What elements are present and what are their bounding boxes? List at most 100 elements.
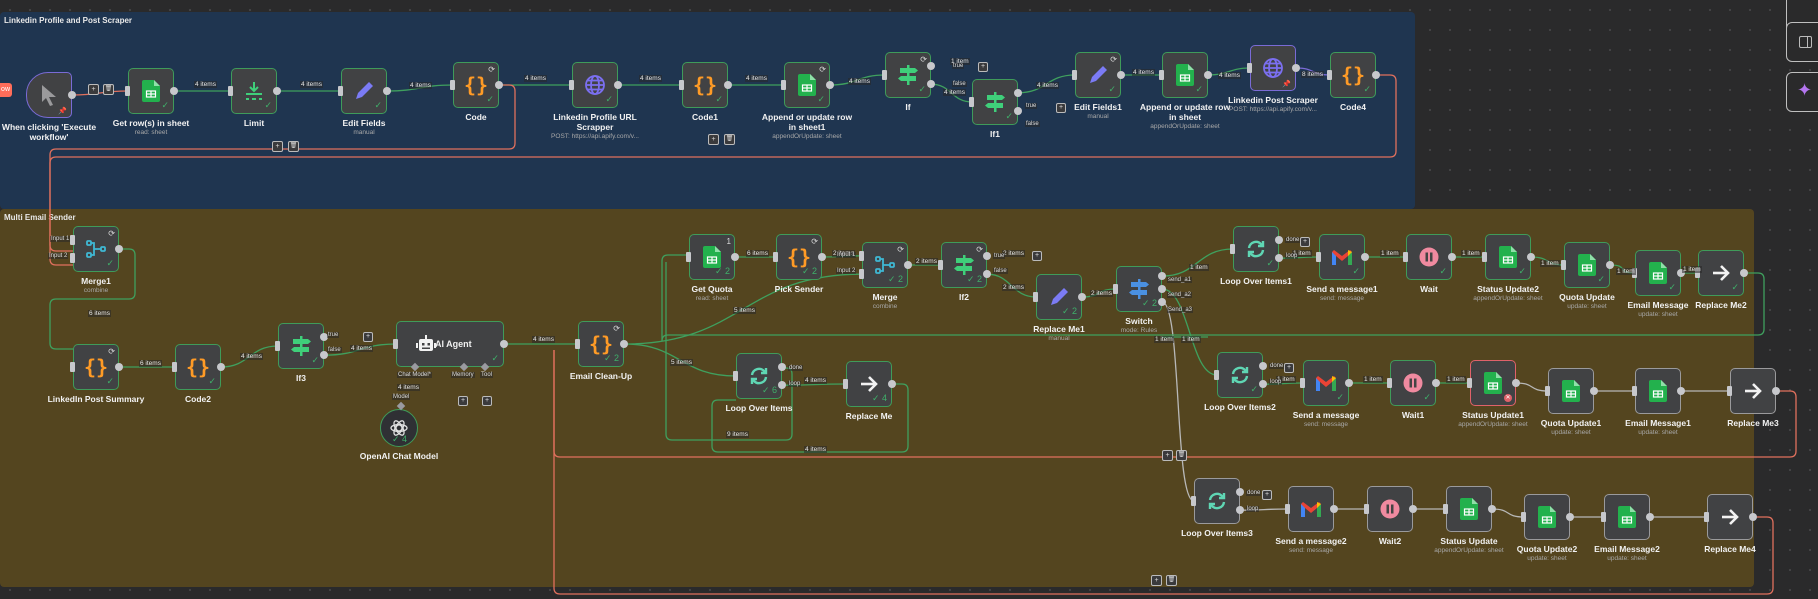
node-append1[interactable]: ✓⟳ [784,62,830,108]
input-handle[interactable] [1403,252,1408,262]
output-handle[interactable] [1158,272,1166,281]
output-handle[interactable] [1566,513,1574,521]
input-handle[interactable] [1704,512,1709,522]
output-handle[interactable] [115,363,123,371]
output-handle[interactable] [724,81,732,89]
node-emailmsg2[interactable] [1604,494,1650,540]
output-handle[interactable] [1259,361,1267,370]
output-handle[interactable] [1204,71,1212,79]
node-if2[interactable]: ✓ 2⟳ [941,242,987,288]
input-handle[interactable] [1601,512,1606,522]
output-handle[interactable] [1527,253,1535,261]
node-if[interactable]: ✓⟳ [885,52,931,98]
node-code2[interactable]: {}✓ [175,344,221,390]
edge-delete-button[interactable]: 🗑 [1166,575,1177,586]
output-handle[interactable] [320,332,328,341]
add-node-button[interactable]: + [1284,363,1294,373]
input-handle[interactable] [938,260,943,270]
node-wait1[interactable]: ✓ [1390,360,1436,406]
ai-assistant-button[interactable]: ✦ [1786,72,1818,112]
output-handle[interactable] [904,261,912,269]
input-handle[interactable] [1247,63,1252,73]
output-handle[interactable] [1330,505,1338,513]
input-handle[interactable] [1387,378,1392,388]
node-profscraper[interactable]: ✓ [572,62,618,108]
edge-add-node-button[interactable]: + [708,134,719,145]
node-replaceme2[interactable]: ✓ [1698,250,1744,296]
output-handle[interactable] [731,253,739,261]
input-handle[interactable] [70,234,75,245]
input-handle[interactable] [1191,496,1196,506]
node-code4[interactable]: {}✓ [1330,52,1376,98]
node-status[interactable] [1446,486,1492,532]
input-handle[interactable] [1632,386,1637,396]
input-handle[interactable] [859,269,864,280]
add-node-button[interactable]: + [1262,490,1272,500]
output-handle[interactable] [826,81,834,89]
input-handle[interactable] [70,362,75,372]
node-append[interactable]: ✓ [1162,52,1208,98]
node-limit[interactable]: ✓ [231,68,277,114]
node-emailmsg1[interactable] [1635,368,1681,414]
output-handle[interactable] [1275,254,1283,263]
node-openai[interactable]: ✓ 4 [380,409,418,447]
edge-add-node-button[interactable]: + [1151,575,1162,586]
output-handle[interactable] [1275,235,1283,244]
input-handle[interactable] [1521,512,1526,522]
edge-add-node-button[interactable]: + [272,141,283,152]
node-replaceme1[interactable]: ✓ 2 [1036,274,1082,320]
node-getrows[interactable]: ✓ [128,68,174,114]
node-aiagent[interactable]: AI Agent✓ [396,321,504,367]
output-handle[interactable] [1361,253,1369,261]
add-node-button[interactable]: + [1300,237,1310,247]
output-handle[interactable] [1677,269,1685,277]
input-handle[interactable] [679,80,684,90]
output-handle[interactable] [1158,285,1166,293]
input-handle[interactable] [275,341,280,351]
add-node-button[interactable]: + [1056,103,1066,113]
node-trigger[interactable]: 📌 [26,72,72,118]
output-handle[interactable] [383,87,391,95]
output-handle[interactable] [500,340,508,348]
input-handle[interactable] [172,362,177,372]
output-handle[interactable] [115,245,123,253]
output-handle[interactable] [68,91,76,99]
node-loop[interactable]: ✓ 6 [736,353,782,399]
node-if1[interactable]: ✓ [972,79,1018,125]
output-handle[interactable] [1772,387,1780,395]
input-handle[interactable] [859,250,864,261]
node-replaceme4[interactable] [1707,494,1753,540]
input-handle[interactable] [1316,252,1321,262]
node-postsummary[interactable]: {}✓⟳ [73,344,119,390]
add-node-button[interactable]: + [978,62,988,72]
node-picksender[interactable]: {}✓ 2⟳ [776,234,822,280]
edge-add-node-button[interactable]: + [1162,450,1173,461]
input-handle[interactable] [1364,504,1369,514]
input-handle[interactable] [1214,370,1219,380]
input-handle[interactable] [1230,244,1235,254]
output-handle[interactable] [170,87,178,95]
input-handle[interactable] [70,253,75,264]
input-handle[interactable] [1545,386,1550,396]
output-handle[interactable] [1512,379,1520,387]
node-status2[interactable]: ✓ [1485,234,1531,280]
input-handle[interactable] [569,80,574,90]
input-handle[interactable] [1443,504,1448,514]
output-handle[interactable] [818,253,826,261]
add-node-button[interactable]: + [458,396,468,406]
output-handle[interactable] [1372,71,1380,79]
node-quota1[interactable] [1548,368,1594,414]
node-send2[interactable] [1288,486,1334,532]
input-handle[interactable] [1072,70,1077,80]
output-handle[interactable] [1117,71,1125,79]
input-handle[interactable] [338,86,343,96]
output-handle[interactable] [1014,88,1022,97]
output-handle[interactable] [927,80,935,89]
output-handle[interactable] [1677,387,1685,395]
add-node-button[interactable]: + [363,332,373,342]
output-handle[interactable] [1158,297,1166,306]
output-handle[interactable] [320,351,328,360]
input-handle[interactable] [969,97,974,107]
output-handle[interactable] [888,380,896,388]
